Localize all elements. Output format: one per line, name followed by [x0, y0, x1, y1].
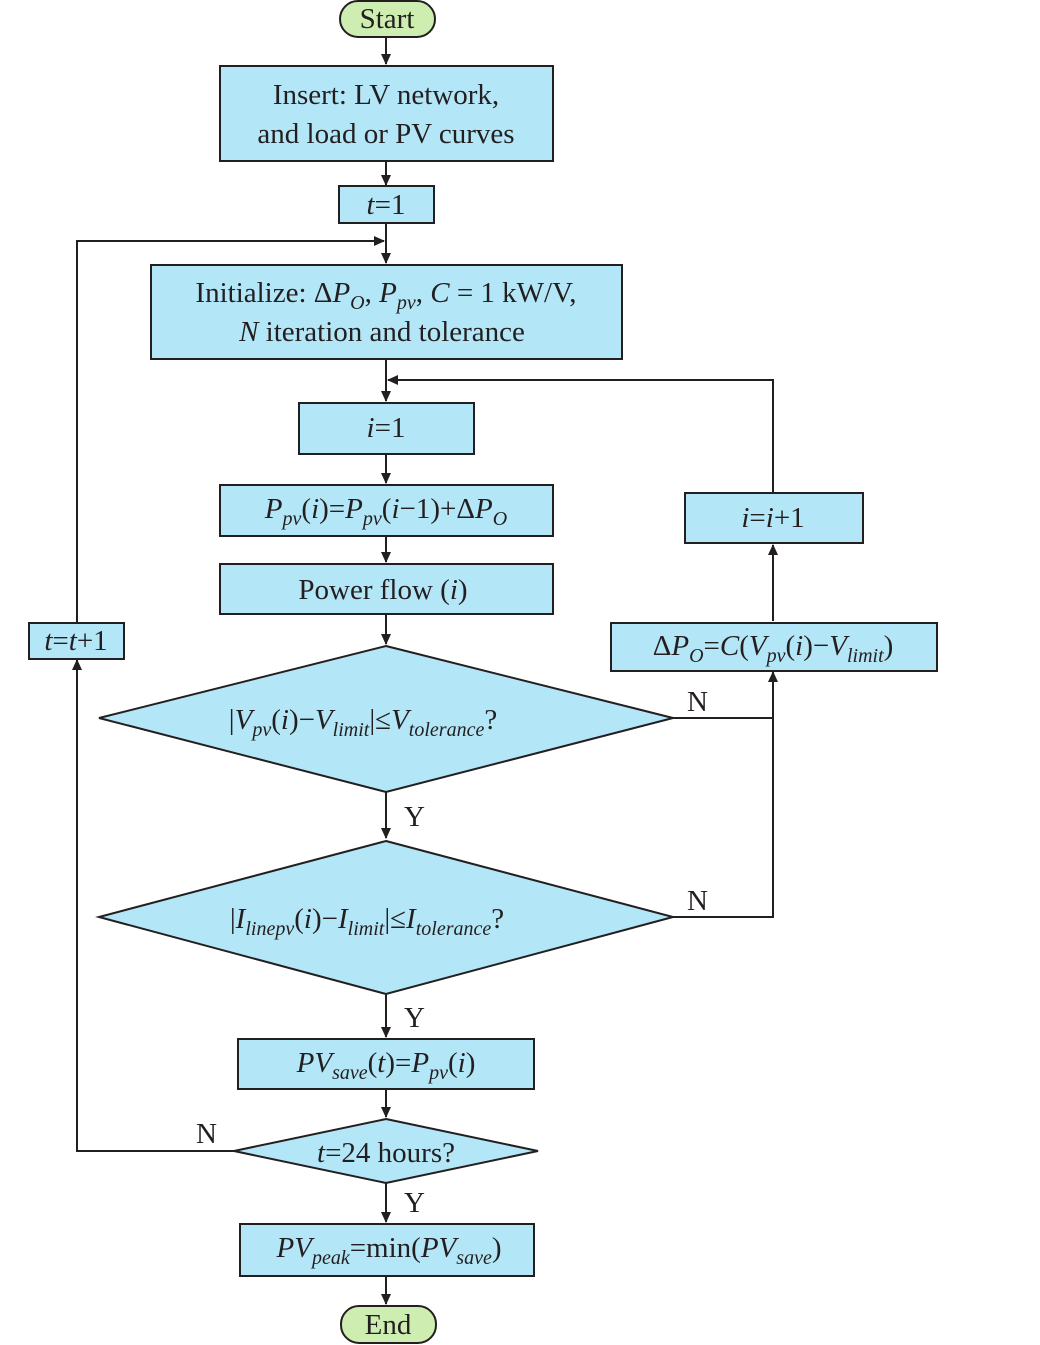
t-check-no-label: N	[196, 1118, 217, 1150]
insert-label-line2: and load or PV curves	[257, 118, 514, 150]
ppv-update-box	[219, 484, 554, 537]
edge-icheck-no	[673, 671, 778, 918]
i-increment-node: i=i+1	[684, 492, 864, 544]
t-check-label: t=24 hours?	[317, 1137, 455, 1169]
current-check-node: |Ilinepv(i)−Ilimit|≤Itolerance?	[95, 839, 677, 996]
start-terminal	[339, 0, 436, 38]
i-init-label: i=1	[367, 412, 406, 444]
pv-peak-box	[239, 1223, 535, 1277]
voltage-check-node: |Vpv(i)−Vlimit|≤Vtolerance?	[98, 644, 674, 794]
insert-node: Insert: LV network, and load or PV curve…	[219, 65, 554, 162]
power-flow-box	[219, 563, 554, 615]
end-label: End	[365, 1309, 412, 1341]
t-increment-label: t=t+1	[44, 625, 107, 657]
end-terminal	[340, 1305, 437, 1344]
end-node: End	[340, 1305, 437, 1344]
ppv-update-node: Ppv(i)=Ppv(i−1)+ΔPO	[219, 484, 554, 537]
initialize-box	[150, 264, 623, 360]
pv-save-node: PVsave(t)=Ppv(i)	[237, 1038, 535, 1090]
initialize-node: Initialize: ΔPO, Ppv, C = 1 kW/V, N iter…	[150, 264, 623, 360]
current-check-diamond	[95, 839, 677, 996]
t-init-node: t=1	[338, 185, 435, 224]
i-init-box	[298, 402, 475, 455]
i-increment-box	[684, 492, 864, 544]
edge-tcheck-no	[72, 659, 234, 1152]
start-label: Start	[360, 3, 415, 35]
insert-box	[219, 65, 554, 162]
voltage-check-diamond	[98, 644, 674, 794]
t-init-label: t=1	[367, 189, 406, 221]
ppv-update-label: Ppv(i)=Ppv(i−1)+ΔPO	[264, 493, 507, 530]
i-init-node: i=1	[298, 402, 475, 455]
edge-iinc-loop	[387, 375, 774, 492]
t-check-diamond	[233, 1117, 539, 1185]
start-node: Start	[339, 0, 436, 38]
current-no-label: N	[687, 885, 708, 917]
voltage-no-label: N	[687, 686, 708, 718]
edge-tinc-loop	[76, 236, 385, 622]
delta-p-box	[610, 622, 938, 672]
current-yes-label: Y	[404, 1002, 425, 1034]
power-flow-label: Power flow (i)	[298, 574, 467, 606]
power-flow-node: Power flow (i)	[219, 563, 554, 615]
voltage-yes-label: Y	[404, 801, 425, 833]
t-increment-node: t=t+1	[28, 622, 125, 660]
pv-save-label: PVsave(t)=Ppv(i)	[296, 1047, 476, 1084]
initialize-label-line1: Initialize: ΔPO, Ppv, C = 1 kW/V,	[195, 277, 576, 314]
connectors	[72, 38, 778, 1305]
initialize-label-line2: N iteration and tolerance	[238, 316, 525, 348]
insert-label-line1: Insert: LV network,	[273, 79, 499, 111]
t-check-yes-label: Y	[404, 1187, 425, 1219]
pv-peak-label: PVpeak=min(PVsave)	[276, 1232, 502, 1269]
pv-save-box	[237, 1038, 535, 1090]
t-increment-box	[28, 622, 125, 660]
pv-peak-node: PVpeak=min(PVsave)	[239, 1223, 535, 1277]
edge-labels: N Y N Y N Y	[196, 686, 708, 1219]
delta-p-node: ΔPO=C(Vpv(i)−Vlimit)	[610, 622, 938, 672]
i-increment-label: i=i+1	[741, 502, 804, 534]
t-check-node: t=24 hours?	[233, 1117, 539, 1185]
t-init-box	[338, 185, 435, 224]
